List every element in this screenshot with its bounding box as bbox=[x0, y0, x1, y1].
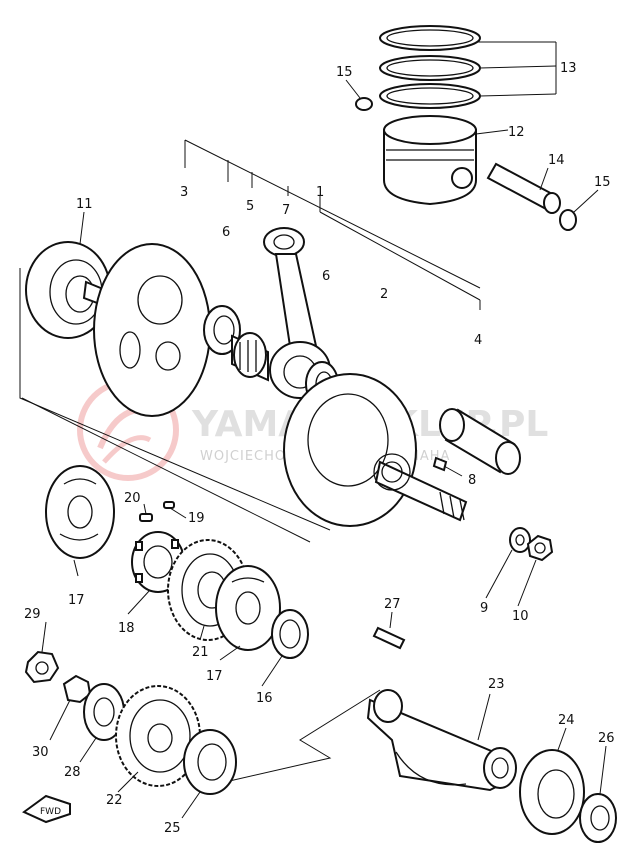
crank-web-right bbox=[283, 373, 417, 527]
part-label-9: 9 bbox=[480, 601, 488, 616]
part-label-15b: 15 bbox=[594, 175, 611, 190]
part-label-23: 23 bbox=[488, 677, 505, 692]
part-label-4: 4 bbox=[474, 333, 482, 348]
balancer-key bbox=[372, 626, 406, 650]
part-label-6a: 6 bbox=[222, 225, 230, 240]
gear-cluster bbox=[45, 465, 309, 659]
part-label-16: 16 bbox=[256, 691, 273, 706]
spring bbox=[163, 501, 175, 509]
part-label-24: 24 bbox=[558, 713, 575, 728]
part-label-14: 14 bbox=[548, 153, 565, 168]
oil-seal bbox=[579, 793, 617, 843]
part-label-26: 26 bbox=[598, 731, 615, 746]
part-label-1: 1 bbox=[316, 185, 324, 200]
piston bbox=[383, 129, 477, 206]
forward-arrow: FWD bbox=[22, 794, 71, 824]
balancer-nut bbox=[24, 650, 60, 684]
assembly-bracket-lines bbox=[19, 139, 481, 786]
part-label-30: 30 bbox=[32, 745, 49, 760]
plate-right bbox=[215, 565, 281, 651]
part-label-13: 13 bbox=[560, 61, 577, 76]
leader-lines bbox=[41, 41, 607, 819]
woodruff-key bbox=[432, 456, 448, 472]
part-label-10: 10 bbox=[512, 609, 529, 624]
part-label-17a: 17 bbox=[68, 593, 85, 608]
fwd-label: FWD bbox=[40, 807, 61, 817]
crank-nut bbox=[526, 534, 554, 562]
part-number-labels: 1 2 3 4 6 5 7 6 8 9 10 11 12 13 14 15 15… bbox=[24, 61, 615, 836]
piston-group bbox=[355, 25, 577, 231]
part-label-20: 20 bbox=[124, 491, 141, 506]
crankshaft-right-group bbox=[283, 373, 554, 562]
connecting-rod bbox=[263, 227, 339, 407]
part-label-11: 11 bbox=[76, 197, 93, 212]
washer-16 bbox=[271, 609, 309, 659]
crankshaft-left-group bbox=[25, 241, 269, 417]
part-label-21: 21 bbox=[192, 645, 209, 660]
part-label-6b: 6 bbox=[322, 269, 330, 284]
part-label-27: 27 bbox=[384, 597, 401, 612]
part-label-5: 5 bbox=[246, 199, 254, 214]
part-label-25: 25 bbox=[164, 821, 181, 836]
plate-left bbox=[45, 465, 115, 559]
dowel-pin bbox=[139, 513, 153, 522]
piston-clip-left bbox=[355, 97, 373, 111]
washer bbox=[509, 527, 531, 553]
part-label-19: 19 bbox=[188, 511, 205, 526]
part-label-7: 7 bbox=[282, 203, 290, 218]
part-label-29: 29 bbox=[24, 607, 41, 622]
part-label-22: 22 bbox=[106, 793, 123, 808]
part-label-12: 12 bbox=[508, 125, 525, 140]
balancer-bearing-right bbox=[519, 749, 585, 835]
part-label-18: 18 bbox=[118, 621, 135, 636]
part-label-8: 8 bbox=[468, 473, 476, 488]
crank-web-left bbox=[93, 243, 211, 417]
balancer-bearing-left bbox=[183, 729, 237, 795]
part-label-3: 3 bbox=[180, 185, 188, 200]
part-label-2: 2 bbox=[380, 287, 388, 302]
part-label-28: 28 bbox=[64, 765, 81, 780]
part-label-15a: 15 bbox=[336, 65, 353, 80]
piston-clip-right bbox=[559, 209, 577, 231]
balancer-group bbox=[24, 626, 617, 843]
part-label-17b: 17 bbox=[206, 669, 223, 684]
